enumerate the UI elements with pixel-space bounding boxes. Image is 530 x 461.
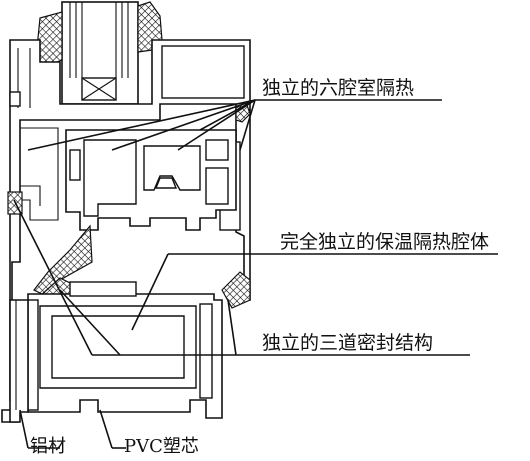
label-six-chamber: 独立的六腔室隔热 [262,77,414,99]
glass-pane [61,1,139,105]
label-aluminum: 铝材 [30,436,66,457]
label-pvc-core: PVC塑芯 [124,436,199,457]
leader-lines [13,99,498,449]
right-gaskets [221,101,251,309]
left-frame-leg [9,299,29,423]
label-triple-seal: 独立的三道密封结构 [262,332,433,354]
lower-sash-profile [27,281,223,419]
label-insulation-cavity: 完全独立的保温隔热腔体 [280,231,489,253]
pvc-core-upper-profile [65,129,237,231]
outer-aluminum-frame [1,39,251,423]
